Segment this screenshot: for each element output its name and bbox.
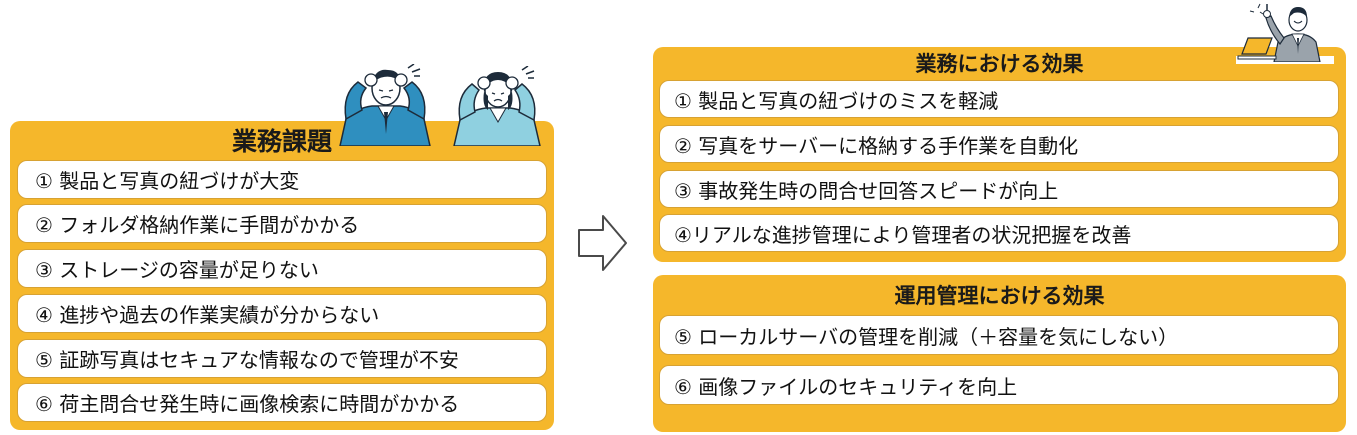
issue-item-5: ⑤ 証跡写真はセキュアな情報なので管理が不安 [17, 339, 547, 378]
operations-effects-panel: 運用管理における効果 ⑤ ローカルサーバの管理を削減（＋容量を気にしない） ⑥ … [653, 275, 1346, 432]
issue-item-1: ① 製品と写真の紐づけが大変 [17, 160, 547, 199]
businessman-with-laptop-illustration [1237, 3, 1321, 62]
business-issues-panel: 業務課題 ① 製品と写真の紐づけが大変 ② フォルダ格納作業に手間がかかる ③ … [10, 121, 554, 430]
business-effect-item-4: ④リアルな進捗管理により管理者の状況把握を改善 [659, 214, 1339, 252]
issue-item-2: ② フォルダ格納作業に手間がかかる [17, 204, 547, 243]
business-effect-item-3: ③ 事故発生時の問合せ回答スピードが向上 [659, 170, 1339, 208]
business-effect-item-1: ① 製品と写真の紐づけのミスを軽減 [659, 80, 1339, 118]
right-arrow-outline-icon [578, 215, 627, 271]
business-issues-title: 業務課題 [231, 127, 332, 156]
business-effects-title: 業務における効果 [915, 52, 1084, 76]
issue-item-4: ④ 進捗や過去の作業実績が分からない [17, 294, 547, 333]
business-effects-panel: 業務における効果 ① 製品と写真の紐づけのミスを軽減 ② 写真をサーバーに格納す… [653, 47, 1346, 262]
operations-effects-title: 運用管理における効果 [894, 284, 1105, 308]
worried-businessman-illustration [339, 64, 431, 146]
operations-effect-item-6: ⑥ 画像ファイルのセキュリティを向上 [659, 365, 1339, 405]
issue-item-6: ⑥ 荷主問合せ発生時に画像検索に時間がかかる [17, 383, 547, 422]
worried-businesswoman-illustration [453, 66, 541, 146]
business-effect-item-2: ② 写真をサーバーに格納する手作業を自動化 [659, 125, 1339, 163]
issue-item-3: ③ ストレージの容量が足りない [17, 249, 547, 288]
operations-effect-item-5: ⑤ ローカルサーバの管理を削減（＋容量を気にしない） [659, 315, 1339, 355]
